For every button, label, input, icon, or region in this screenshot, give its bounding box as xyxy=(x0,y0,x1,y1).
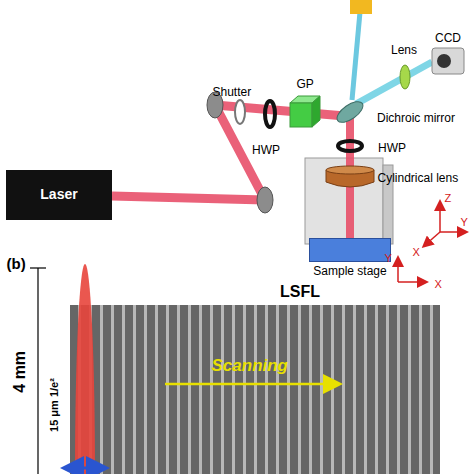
beam-width-label: 15 μm 1/e² xyxy=(48,378,60,432)
axis-label: X xyxy=(413,246,420,258)
part-label: Cylindrical lens xyxy=(378,172,459,185)
part-label: Lens xyxy=(391,44,417,57)
node-label: Laser xyxy=(40,187,77,202)
part-label: GP xyxy=(297,78,314,91)
part-label: CCD xyxy=(435,32,461,45)
axis-label: Z xyxy=(445,192,452,204)
axis-label: X xyxy=(435,278,442,290)
part-label: Shutter xyxy=(213,86,252,99)
panel-label: (b) xyxy=(7,256,26,273)
scan-label: Scanning xyxy=(212,357,289,376)
part-label: HWP xyxy=(378,142,406,155)
part-label: Dichroic mirror xyxy=(377,112,455,125)
sample-stage: Sample stage xyxy=(306,238,394,278)
part-label: HWP xyxy=(252,144,280,157)
region-label: LSFL xyxy=(280,283,320,301)
dimension-label: 4 mm xyxy=(11,351,29,393)
stage-block xyxy=(309,238,391,262)
axis-label: Y xyxy=(385,252,392,264)
axis-label: Y xyxy=(461,216,468,228)
laser-box: Laser xyxy=(6,170,112,220)
node-label: Sample stage xyxy=(313,265,386,278)
